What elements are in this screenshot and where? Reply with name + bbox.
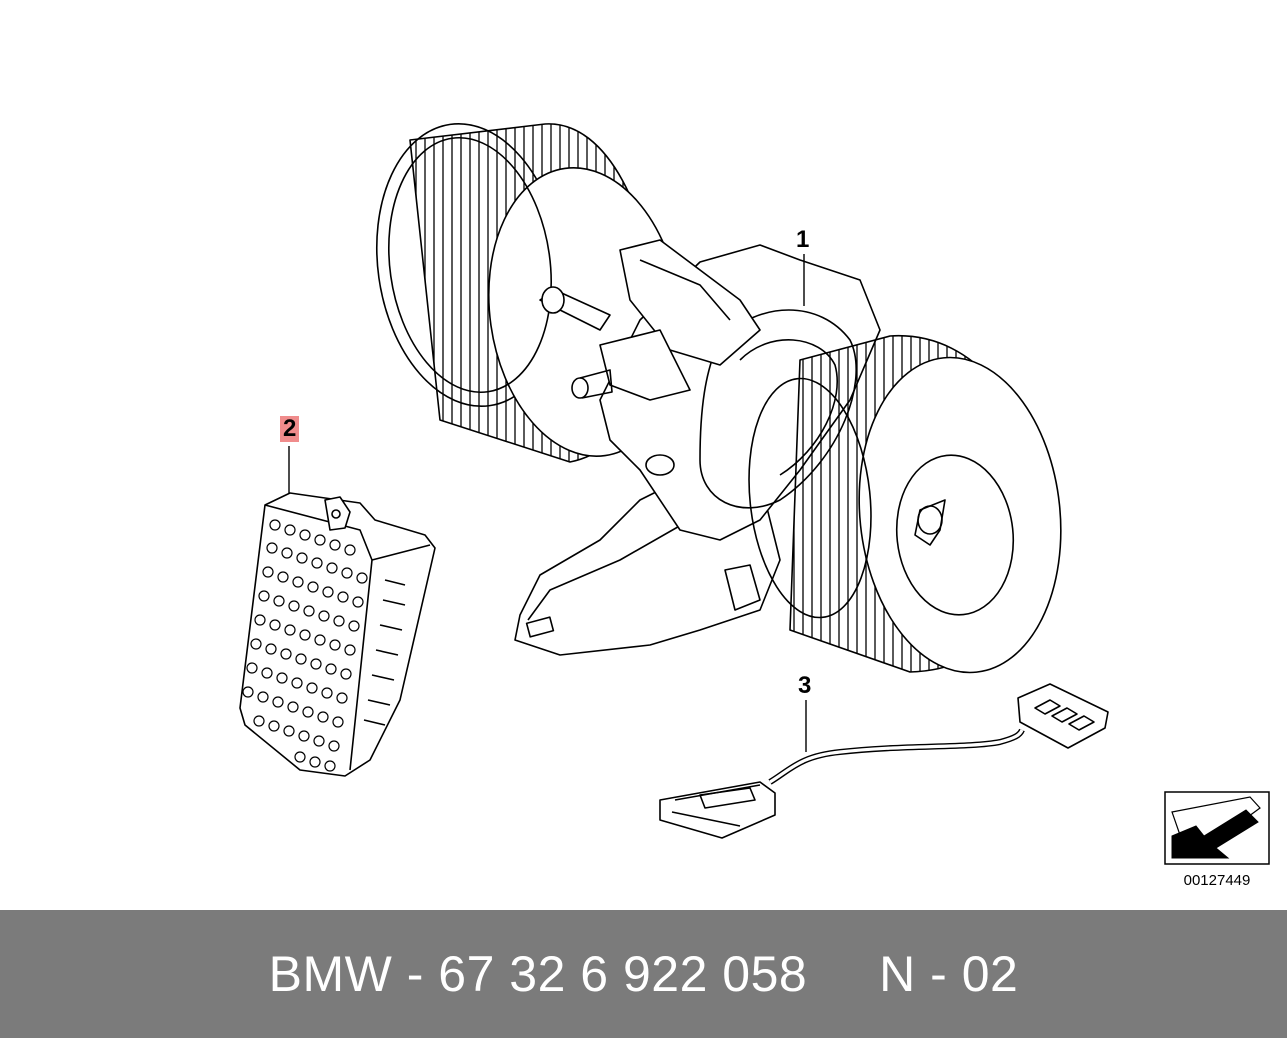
blower-motor [375,123,1062,674]
resistor [239,492,436,777]
part-number-text: BMW - 67 32 6 922 058 N - 02 [268,946,1019,1002]
callout-1: 1 [796,226,810,253]
reference-number: 00127449 [1183,872,1251,889]
callout-3: 3 [798,672,812,699]
footer-bar: BMW - 67 32 6 922 058 N - 02 [0,910,1287,1038]
arrow-icon [1171,809,1259,859]
wiring-harness [659,683,1109,839]
right-fan-wheel [748,335,1062,674]
resistor-terminal-grid [242,519,368,772]
motor-housing [514,239,881,656]
parts-diagram [239,123,1270,865]
direction-symbol [1164,791,1270,865]
callout-2: 2 [280,416,300,442]
